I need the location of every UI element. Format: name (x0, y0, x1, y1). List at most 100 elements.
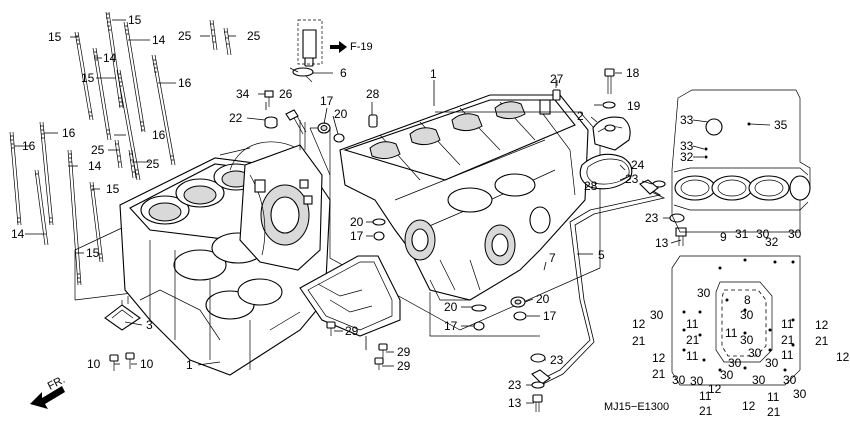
upper-small-parts (264, 90, 307, 135)
callout-23: 23 (625, 172, 639, 186)
reference-f19: F-19 (350, 41, 373, 53)
callout-12: 12 (632, 317, 646, 331)
oil-pipe (531, 179, 666, 385)
callout-30: 30 (756, 227, 770, 241)
callout-10: 10 (87, 357, 101, 371)
callout-17: 17 (444, 319, 458, 333)
callout-1: 1 (430, 67, 437, 81)
callout-16: 16 (62, 126, 76, 140)
callout-20: 20 (444, 300, 458, 314)
callout-23: 23 (645, 211, 659, 225)
callout-17: 17 (350, 229, 364, 243)
water-pump-cover (579, 68, 666, 190)
callout-30: 30 (740, 333, 754, 347)
callout-26: 26 (279, 87, 293, 101)
callout-12: 12 (708, 382, 722, 396)
callout-32: 32 (765, 235, 779, 249)
callout-20: 20 (536, 292, 550, 306)
callout-14: 14 (88, 159, 102, 173)
callout-5: 5 (598, 248, 605, 262)
callout-12: 12 (742, 399, 756, 413)
callout-15: 15 (48, 30, 62, 44)
callout-16: 16 (178, 76, 192, 90)
callout-22: 22 (229, 111, 243, 125)
callout-31: 31 (735, 227, 749, 241)
callout-30: 30 (697, 286, 711, 300)
callout-30: 30 (672, 373, 686, 387)
callout-19: 19 (627, 99, 641, 113)
callout-11: 11 (699, 389, 712, 403)
callout-11: 11 (781, 317, 794, 331)
callout-14: 14 (11, 227, 25, 241)
callout-34: 34 (236, 87, 250, 101)
callout-8: 8 (744, 293, 751, 307)
callout-23: 23 (550, 353, 564, 367)
callout-29: 29 (345, 324, 359, 338)
diagram-code: MJ15−E1300 (604, 401, 669, 413)
callout-30: 30 (783, 373, 797, 387)
callout-15: 15 (128, 13, 142, 27)
callout-14: 14 (152, 33, 166, 47)
callout-33: 33 (680, 139, 694, 153)
callout-11: 11 (686, 349, 699, 363)
stud-bolts-group (9, 11, 232, 286)
callout-1: 1 (186, 358, 193, 372)
callout-25: 25 (178, 29, 192, 43)
callout-15: 15 (86, 246, 100, 260)
callout-30: 30 (788, 227, 802, 241)
lower-cover-plate (671, 255, 801, 386)
callout-30: 30 (793, 387, 807, 401)
callout-13: 13 (508, 396, 522, 410)
callout-28: 28 (584, 179, 598, 193)
callout-20: 20 (334, 107, 348, 121)
callout-30: 30 (765, 356, 779, 370)
callout-12: 12 (836, 350, 850, 364)
callout-11: 11 (781, 348, 794, 362)
callout-17: 17 (543, 309, 557, 323)
callout-24: 24 (631, 158, 645, 172)
callout-15: 15 (81, 71, 95, 85)
misc-small-parts (30, 19, 388, 409)
banjo-bolt-lower (530, 353, 546, 412)
callout-21: 21 (781, 333, 795, 347)
callout-18: 18 (626, 66, 640, 80)
lower-crankcase (339, 94, 589, 301)
callout-30: 30 (740, 308, 754, 322)
callout-7: 7 (549, 251, 556, 265)
callout-11: 11 (767, 390, 780, 404)
front-arrow-icon (30, 386, 65, 409)
upper-crankcase (119, 120, 331, 376)
callout-21: 21 (767, 405, 781, 419)
callout-29: 29 (397, 359, 411, 373)
callout-30: 30 (690, 374, 704, 388)
callout-15: 15 (106, 182, 120, 196)
callout-16: 16 (152, 128, 166, 142)
callout-25: 25 (146, 157, 160, 171)
callout-23: 23 (508, 378, 522, 392)
callout-25: 25 (247, 29, 261, 43)
callout-21: 21 (652, 367, 666, 381)
callout-30: 30 (752, 373, 766, 387)
callout-11: 11 (725, 326, 738, 340)
callout-12: 12 (815, 318, 829, 332)
callout-2: 2 (577, 109, 584, 123)
callout-3: 3 (146, 318, 153, 332)
callout-9: 9 (720, 230, 727, 244)
callout-27: 27 (550, 72, 564, 86)
callout-21: 21 (632, 334, 646, 348)
reference-arrow-icon (330, 41, 347, 53)
callout-29: 29 (397, 345, 411, 359)
small-seals-group (317, 114, 527, 331)
callout-10: 10 (140, 357, 154, 371)
callout-6: 6 (340, 66, 347, 80)
callout-20: 20 (350, 215, 364, 229)
callout-30: 30 (720, 368, 734, 382)
callout-21: 21 (686, 333, 700, 347)
callout-30: 30 (728, 356, 742, 370)
callout-25: 25 (91, 143, 105, 157)
callout-28: 28 (366, 87, 380, 101)
callout-32: 32 (680, 150, 694, 164)
callout-labels: 15 15 14 14 15 16 16 16 16 25 25 14 15 1… (11, 13, 850, 419)
callout-33: 33 (680, 113, 694, 127)
